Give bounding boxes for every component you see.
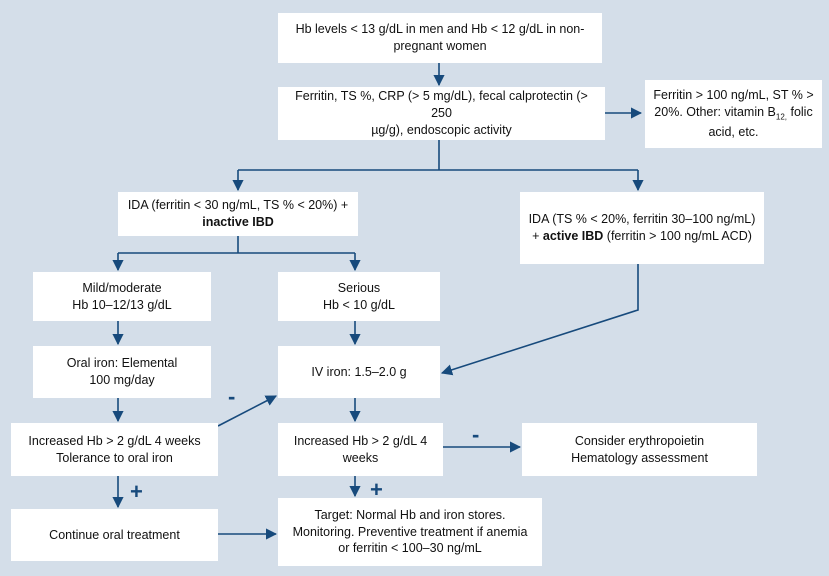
node-mild-moderate: Mild/moderate Hb 10–12/13 g/dL: [33, 272, 211, 321]
minus-sign-to-erythropoietin: -: [472, 422, 480, 447]
node-continue-oral: Continue oral treatment: [11, 509, 218, 561]
plus-sign-iv-target: +: [370, 477, 383, 502]
node-ferritin-tests: Ferritin, TS %, CRP (> 5 mg/dL), fecal c…: [278, 87, 605, 140]
node-erythropoietin: Consider erythropoietin Hematology asses…: [522, 423, 757, 476]
arrow-active-to-iv: [440, 264, 639, 376]
node-ida-inactive: IDA (ferritin < 30 ng/mL, TS % < 20%) + …: [118, 192, 358, 236]
node-oral-iron: Oral iron: Elemental 100 mg/day: [33, 346, 211, 398]
minus-sign-oral-to-iv: -: [228, 384, 236, 409]
node-target: Target: Normal Hb and iron stores. Monit…: [278, 498, 542, 566]
node-iv-iron: IV iron: 1.5–2.0 g: [278, 346, 440, 398]
node-hb-levels: Hb levels < 13 g/dL in men and Hb < 12 g…: [278, 13, 602, 63]
arrow-increased-oral-to-iv: [217, 395, 277, 427]
node-serious: Serious Hb < 10 g/dL: [278, 272, 440, 321]
node-increased-iv: Increased Hb > 2 g/dL 4 weeks: [278, 423, 443, 476]
node-other-causes: Ferritin > 100 ng/mL, ST % > 20%. Other:…: [645, 80, 822, 148]
node-ida-active: IDA (TS % < 20%, ferritin 30–100 ng/mL) …: [520, 192, 764, 264]
plus-sign-oral-continue: +: [130, 479, 143, 504]
node-increased-oral: Increased Hb > 2 g/dL 4 weeks Tolerance …: [11, 423, 218, 476]
